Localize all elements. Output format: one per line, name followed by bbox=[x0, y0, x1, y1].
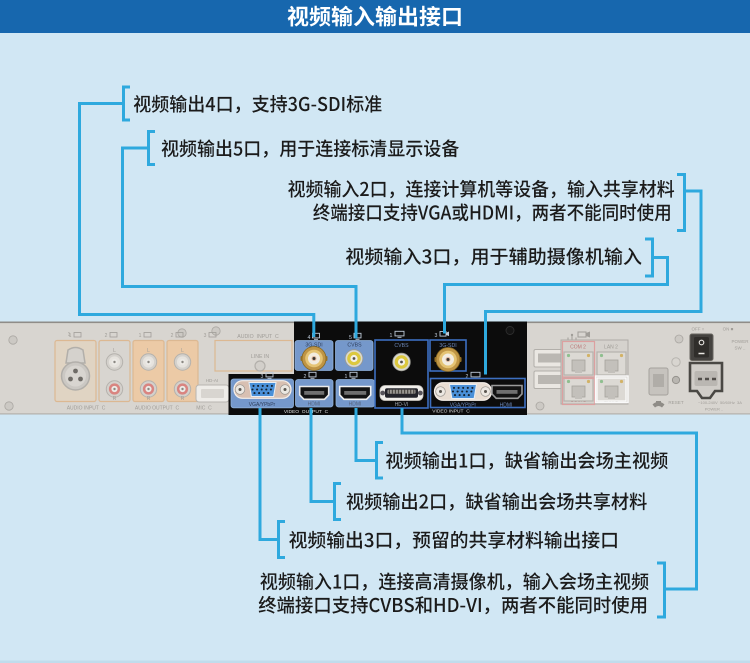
svg-text:POWER ..: POWER .. bbox=[705, 407, 723, 412]
svg-text:LINE IN: LINE IN bbox=[251, 354, 269, 360]
svg-text:OFF ○: OFF ○ bbox=[692, 327, 705, 332]
svg-text:HDMI: HDMI bbox=[308, 402, 321, 408]
svg-text:AUDIO INPUT C: AUDIO INPUT C bbox=[237, 334, 279, 340]
svg-text:1: 1 bbox=[68, 332, 71, 338]
svg-text:RESET: RESET bbox=[668, 400, 684, 405]
svg-text:MIC C: MIC C bbox=[196, 406, 212, 412]
svg-text:CVBS: CVBS bbox=[347, 343, 362, 349]
svg-text:LAN 2: LAN 2 bbox=[604, 345, 618, 351]
svg-text:3: 3 bbox=[261, 374, 264, 380]
svg-text:2: 2 bbox=[105, 333, 108, 339]
svg-text:VIDEO OUTPUT C: VIDEO OUTPUT C bbox=[284, 409, 329, 415]
svg-text:R: R bbox=[181, 396, 185, 402]
svg-text:R: R bbox=[147, 396, 151, 402]
svg-text:R: R bbox=[113, 396, 117, 402]
svg-text:L: L bbox=[181, 348, 184, 354]
svg-text:ON ■: ON ■ bbox=[723, 327, 734, 332]
svg-text:VGA/YPbPr: VGA/YPbPr bbox=[249, 402, 276, 408]
svg-text:POWER: POWER bbox=[731, 339, 749, 344]
svg-text:~100-240V 50/60Hz 3A: ~100-240V 50/60Hz 3A bbox=[698, 400, 742, 405]
svg-text:HD-VI: HD-VI bbox=[395, 402, 409, 408]
svg-text:1: 1 bbox=[390, 333, 393, 339]
svg-text:3G-SDI: 3G-SDI bbox=[439, 343, 456, 349]
svg-text:L: L bbox=[147, 348, 150, 354]
svg-text:HDMI: HDMI bbox=[349, 402, 362, 408]
svg-text:4: 4 bbox=[308, 335, 311, 341]
svg-text:2: 2 bbox=[304, 374, 307, 380]
svg-text:3: 3 bbox=[435, 333, 438, 339]
svg-text:AUDIO INPUT C: AUDIO INPUT C bbox=[67, 406, 106, 412]
svg-text:COM 2: COM 2 bbox=[570, 345, 586, 351]
svg-text:L: L bbox=[113, 348, 116, 354]
svg-text:VGA/YPbPr: VGA/YPbPr bbox=[450, 403, 477, 409]
svg-text:VIDEO INPUT C: VIDEO INPUT C bbox=[432, 409, 470, 415]
svg-text:1: 1 bbox=[345, 374, 348, 380]
svg-text:3G-SDI: 3G-SDI bbox=[305, 343, 322, 349]
svg-text:1: 1 bbox=[69, 333, 72, 339]
svg-text:2: 2 bbox=[171, 333, 174, 339]
svg-text:AUDIO OUTPUT C: AUDIO OUTPUT C bbox=[135, 406, 180, 412]
svg-text:CVBS: CVBS bbox=[394, 343, 409, 349]
svg-text:HDMI: HDMI bbox=[500, 403, 513, 409]
svg-text:3: 3 bbox=[204, 333, 207, 339]
svg-text:1: 1 bbox=[139, 333, 142, 339]
svg-text:SW ..: SW .. bbox=[735, 346, 746, 351]
svg-text:HD-AI: HD-AI bbox=[206, 378, 219, 383]
svg-text:5: 5 bbox=[349, 335, 352, 341]
svg-text:2: 2 bbox=[466, 374, 469, 380]
